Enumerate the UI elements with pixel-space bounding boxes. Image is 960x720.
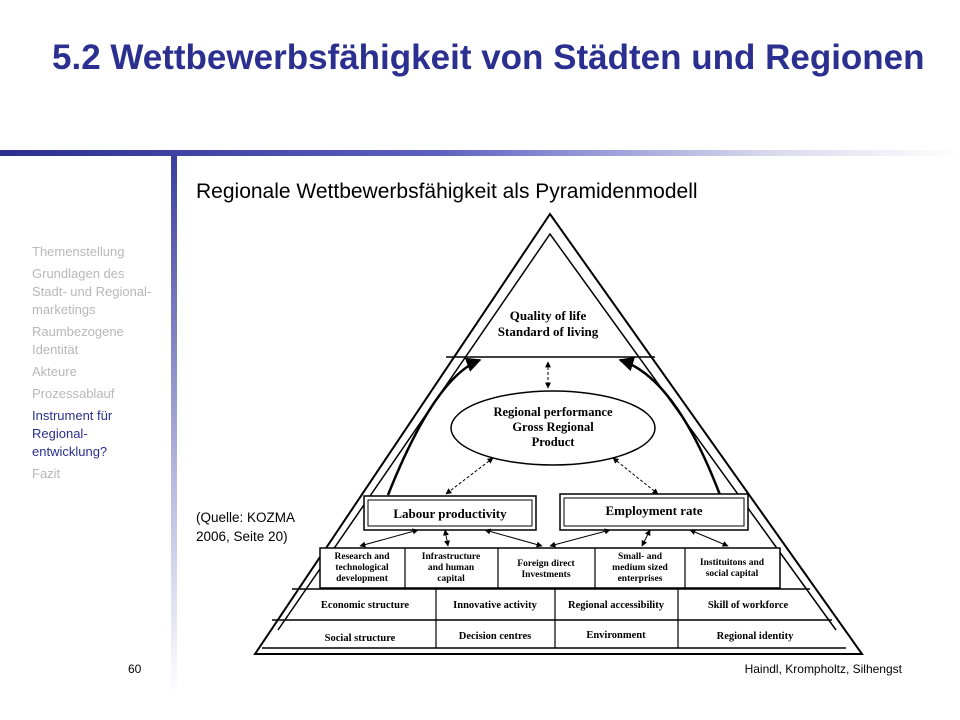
source-line-2: 2006, Seite 20) [196,529,288,544]
labour-productivity-label: Labour productivity [393,506,507,521]
slide-title: 5.2 Wettbewerbsfähigkeit von Städten und… [52,38,925,77]
employment-rate-box-outer [559,493,749,531]
base-social-structure: Social structure [325,633,396,644]
factor-infrastructure-line-2: and human [428,563,475,573]
nav-item-fazit[interactable]: Fazit [32,466,61,481]
factor-sme-line-3: enterprises [618,574,663,584]
agenda-nav: Themenstellung Grundlagen des Stadt- und… [32,243,152,487]
link-employment-factor-4 [641,529,651,547]
factor-research-line-3: development [336,574,389,584]
link-performance-labour [445,457,494,495]
base-regional-identity: Regional identity [717,631,794,642]
link-employment-factor-3 [549,528,611,548]
nav-item-akteure[interactable]: Akteure [32,364,77,379]
slide-subtitle: Regionale Wettbewerbsfähigkeit als Pyram… [196,180,698,203]
nav-item-grundlagen[interactable]: Grundlagen des Stadt- und Regional-marke… [32,266,152,317]
factor-fdi-line-1: Foreign direct [517,559,575,569]
labour-productivity-box-inner [367,499,533,527]
factor-fdi-line-2: Investments [521,570,570,580]
pyramid-diagram: Quality of life Standard of living Regio… [253,212,864,655]
performance-line-1: Regional performance [493,405,613,419]
factor-research-line-2: technological [335,563,389,573]
top-level-line-1: Quality of life [510,308,587,323]
employment-rate-label: Employment rate [605,503,702,518]
base-skill-of-workforce: Skill of workforce [708,600,789,611]
nav-item-themenstellung[interactable]: Themenstellung [32,244,125,259]
factor-sme-line-2: medium sized [612,563,668,573]
base-regional-accessibility: Regional accessibility [568,600,665,611]
link-labour-factor-3 [484,528,543,548]
nav-item-instrument[interactable]: Instrument für Regional-entwicklung? [32,408,113,459]
factor-research-line-1: Research and [335,552,391,562]
sidebar-divider [171,156,177,696]
regional-performance-ellipse [450,390,656,466]
top-level-line-2: Standard of living [498,324,599,339]
link-performance-employment [612,457,659,495]
pyramid-outline [253,212,864,655]
factor-institutions-line-1: Instituitons and [700,558,765,568]
base-environment: Environment [586,630,646,641]
base-innovative-activity: Innovative activity [453,600,537,611]
employment-rate-box-inner [563,497,745,527]
page-number: 60 [128,662,142,676]
title-divider [0,150,960,156]
base-economic-structure: Economic structure [321,600,410,611]
source-citation: (Quelle: KOZMA 2006, Seite 20) [196,508,316,546]
source-line-1: (Quelle: KOZMA [196,510,296,525]
base-decision-centres: Decision centres [459,631,531,642]
nav-item-prozessablauf[interactable]: Prozessablauf [32,386,115,401]
arrow-left-loop [386,357,482,496]
labour-productivity-box-outer [363,495,537,531]
factor-sme-line-1: Small- and [618,552,663,562]
performance-line-3: Product [532,435,576,449]
link-employment-factor-5 [689,529,729,547]
link-labour-factor-2 [443,529,450,547]
factors-row [319,547,781,589]
factor-infrastructure-line-3: capital [437,574,465,584]
arrow-right-loop [618,356,722,496]
factor-institutions-line-2: social capital [706,569,759,579]
nav-item-raumbezogene-identitaet[interactable]: Raumbezogene Identität [32,324,124,357]
factor-infrastructure-line-1: Infrastructure [422,552,480,562]
footer-authors: Haindl, Krompholtz, Silhengst [744,662,902,676]
link-labour-factor-1 [359,528,419,548]
performance-line-2: Gross Regional [512,420,594,434]
